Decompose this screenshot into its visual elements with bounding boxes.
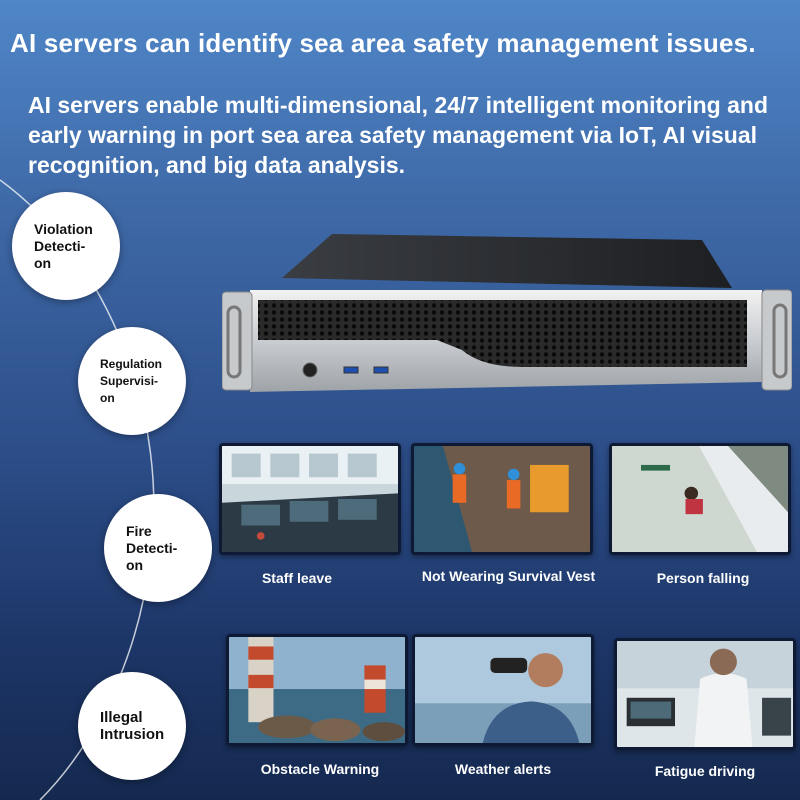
- scenario-image-weather-alerts: [412, 634, 594, 746]
- scenario-caption: Weather alerts: [454, 761, 552, 777]
- scenario-image-survival-vest: [411, 443, 593, 555]
- scenario-caption: Obstacle Warning: [260, 761, 380, 777]
- feature-circle-line: Fire: [126, 522, 152, 539]
- page-subtitle: AI servers enable multi-dimensional, 24/…: [28, 92, 768, 178]
- scenario-caption: Fatigue driving: [654, 763, 756, 779]
- feature-circle-regulation-supervision: Regulation Supervisi- on: [78, 327, 186, 435]
- feature-circle-illegal-intrusion: Illegal Intrusion: [78, 672, 186, 780]
- scenario-image-staff-leave: [219, 443, 401, 555]
- feature-circle-line: Supervisi-: [100, 373, 159, 388]
- feature-circle-line: on: [126, 556, 144, 573]
- feature-circle-line: Regulation: [100, 356, 162, 371]
- feature-circle-fire-detection: Fire Detecti- on: [104, 494, 212, 602]
- scenario-image-obstacle-warning: [226, 634, 408, 746]
- scenario-caption: Not Wearing Survival Vest: [421, 568, 596, 584]
- feature-circle-line: on: [34, 254, 52, 271]
- feature-circle-line: Intrusion: [100, 726, 165, 743]
- page-title: AI servers can identify sea area safety …: [10, 28, 756, 58]
- feature-circle-line: Illegal: [100, 709, 143, 726]
- feature-circle-violation-detection: Violation Detecti- on: [12, 192, 120, 300]
- feature-circle-line: Violation: [34, 220, 93, 237]
- feature-circle-line: Detecti-: [34, 237, 86, 254]
- scenario-caption: Person falling: [656, 570, 750, 586]
- scenario-caption: Staff leave: [261, 570, 333, 586]
- scenario-image-fatigue-driving: [614, 638, 796, 750]
- feature-circle-line: Detecti-: [126, 539, 178, 556]
- rack-server-image: [222, 234, 792, 392]
- feature-circle-line: on: [100, 390, 115, 405]
- scenario-image-person-falling: [609, 443, 791, 555]
